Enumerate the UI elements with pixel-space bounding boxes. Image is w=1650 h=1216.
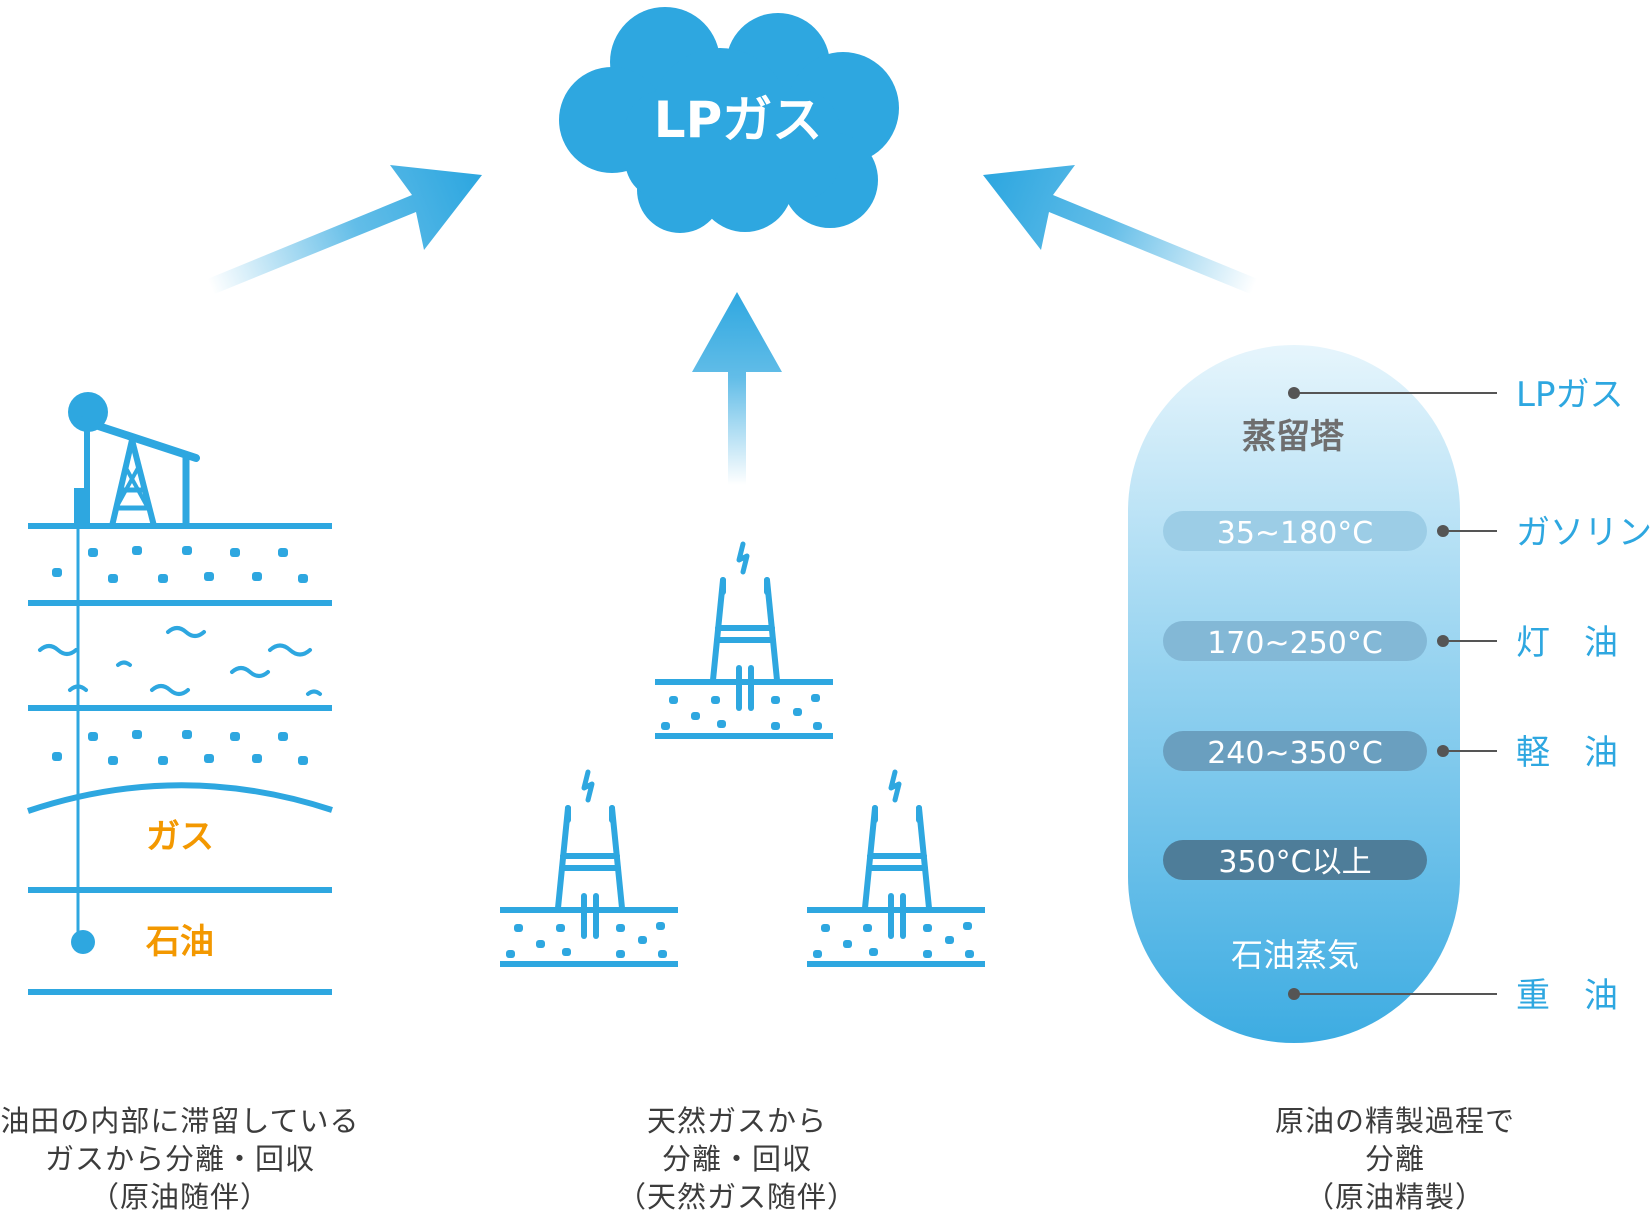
caption-center-line-3: （天然ガス随伴）	[616, 1180, 857, 1214]
output-diesel: 軽 油	[1516, 733, 1618, 773]
temp-band-2-label: 170~250°C	[1207, 626, 1383, 661]
arrow-left-to-cloud	[205, 165, 482, 295]
rock-dots	[52, 546, 308, 765]
caption-center-line-1: 天然ガスから	[646, 1104, 827, 1138]
output-lpg: LPガス	[1516, 375, 1623, 415]
temp-band-4-label: 350°C以上	[1218, 845, 1371, 880]
caption-left-line-2: ガスから分離・回収	[44, 1142, 315, 1176]
output-connectors	[1294, 392, 1497, 995]
caption-oil-associated: 油田の内部に滞留している ガスから分離・回収 （原油随伴）	[0, 1102, 360, 1216]
strata-lines	[27, 523, 333, 995]
pump-jack-icon	[68, 392, 200, 527]
lpg-cloud: LPガス	[559, 7, 899, 233]
well-bottom-marker	[71, 930, 95, 954]
caption-right-line-3: （原油精製）	[1304, 1180, 1485, 1214]
temp-band-1-label: 35~180°C	[1217, 516, 1374, 551]
gas-layer-label: ガス	[146, 817, 214, 857]
gas-well-right-icon	[807, 769, 985, 967]
tower-title: 蒸留塔	[1242, 417, 1345, 457]
arrow-right-to-cloud	[983, 165, 1260, 295]
caption-left-line-1: 油田の内部に滞留している	[0, 1104, 360, 1138]
output-connector-dots	[1288, 387, 1449, 1000]
natural-gas-wells	[500, 541, 985, 967]
output-heavy-oil: 重 油	[1516, 976, 1618, 1016]
temp-band-4	[1163, 840, 1427, 880]
oil-field-illustration	[27, 392, 333, 995]
distillation-tower: 蒸留塔 35~180°C 170~250°C 240~350°C 350°C以上…	[1128, 345, 1497, 1043]
output-kerosene: 灯 油	[1516, 623, 1618, 663]
caption-refining: 原油の精製過程で 分離 （原油精製）	[1225, 1102, 1565, 1216]
output-gasoline: ガソリン	[1516, 513, 1650, 553]
oil-layer-label: 石油	[145, 922, 214, 962]
gas-waves	[38, 626, 322, 696]
temp-band-1	[1163, 511, 1427, 551]
caption-left-line-3: （原油随伴）	[89, 1180, 270, 1214]
gas-well-top-icon	[655, 541, 833, 739]
caption-right-line-2: 分離	[1364, 1142, 1425, 1176]
caption-natural-gas: 天然ガスから 分離・回収 （天然ガス随伴）	[567, 1102, 907, 1216]
caption-right-line-1: 原油の精製過程で	[1274, 1104, 1515, 1138]
temp-band-2	[1163, 621, 1427, 661]
temp-band-3	[1163, 731, 1427, 771]
tower-bottom-label: 石油蒸気	[1231, 936, 1359, 974]
arrow-up-to-cloud	[692, 292, 782, 490]
caption-center-line-2: 分離・回収	[661, 1142, 812, 1176]
temp-band-3-label: 240~350°C	[1207, 736, 1383, 771]
cloud-label: LPガス	[654, 91, 823, 149]
gas-well-left-icon	[500, 769, 678, 967]
